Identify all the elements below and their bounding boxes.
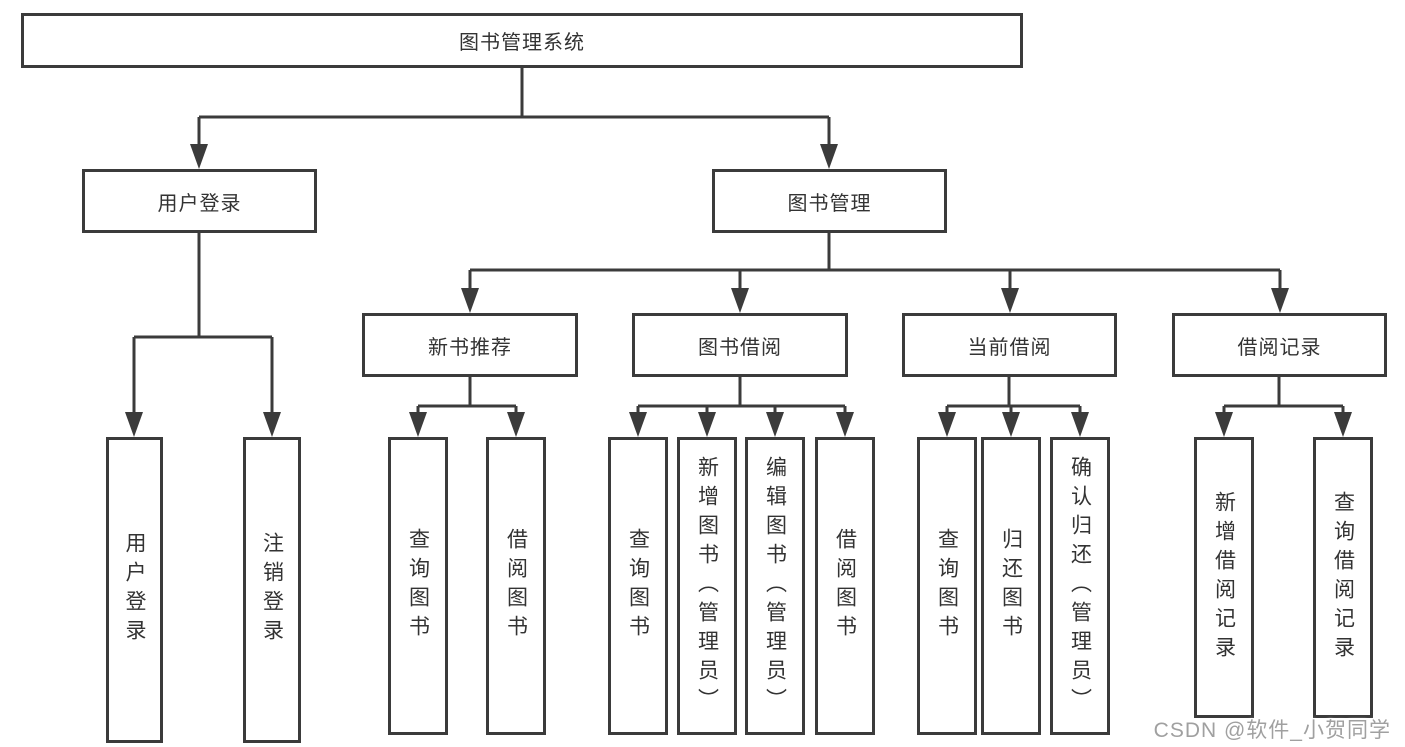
connector-book-borrow-to-leaves: [629, 377, 854, 437]
arrowhead: [836, 412, 854, 437]
node-root: 图书管理系统: [21, 13, 1023, 68]
arrowhead: [125, 412, 143, 437]
leaf-book-borrow-add: 新增图书（管理员）: [677, 437, 737, 735]
node-new-books: 新书推荐: [362, 313, 578, 377]
leaf-current-return: 归还图书: [981, 437, 1041, 735]
connector-user-login-to-leaves: [125, 233, 281, 437]
node-user-login: 用户登录: [82, 169, 317, 233]
node-borrow-records: 借阅记录: [1172, 313, 1387, 377]
arrowhead: [938, 412, 956, 437]
arrowhead: [1001, 288, 1019, 313]
arrowhead: [507, 412, 525, 437]
node-current-borrow: 当前借阅: [902, 313, 1117, 377]
leaf-records-add: 新增借阅记录: [1194, 437, 1254, 718]
arrowhead: [698, 412, 716, 437]
leaf-records-query: 查询借阅记录: [1313, 437, 1373, 718]
leaf-book-borrow-edit: 编辑图书（管理员）: [745, 437, 805, 735]
leaf-book-borrow-borrow: 借阅图书: [815, 437, 875, 735]
leaf-user-login: 用户登录: [106, 437, 163, 743]
arrowhead: [1215, 412, 1233, 437]
connector-current-borrow-to-leaves: [938, 377, 1089, 437]
node-book-mgmt: 图书管理: [712, 169, 947, 233]
arrowhead: [1002, 412, 1020, 437]
arrowhead: [629, 412, 647, 437]
csdn-watermark: CSDN @软件_小贺同学: [1153, 719, 1391, 742]
connector-book-mgmt-to-level3: [461, 233, 1289, 313]
arrowhead: [190, 144, 208, 169]
leaf-book-borrow-query: 查询图书: [608, 437, 668, 735]
leaf-current-confirm-return: 确认归还（管理员）: [1050, 437, 1110, 735]
arrowhead: [409, 412, 427, 437]
arrowhead: [263, 412, 281, 437]
arrowhead: [820, 144, 838, 169]
leaf-current-query: 查询图书: [917, 437, 977, 735]
arrowhead: [461, 288, 479, 313]
connector-root-to-level2: [190, 68, 838, 169]
arrowhead: [1071, 412, 1089, 437]
arrowhead: [1271, 288, 1289, 313]
arrowhead: [731, 288, 749, 313]
arrowhead: [1334, 412, 1352, 437]
leaf-new-books-query: 查询图书: [388, 437, 448, 735]
leaf-logout: 注销登录: [243, 437, 301, 743]
connector-borrow-records-to-leaves: [1215, 377, 1352, 437]
arrowhead: [766, 412, 784, 437]
node-book-borrow: 图书借阅: [632, 313, 848, 377]
leaf-new-books-borrow: 借阅图书: [486, 437, 546, 735]
connector-new-books-to-leaves: [409, 377, 525, 437]
